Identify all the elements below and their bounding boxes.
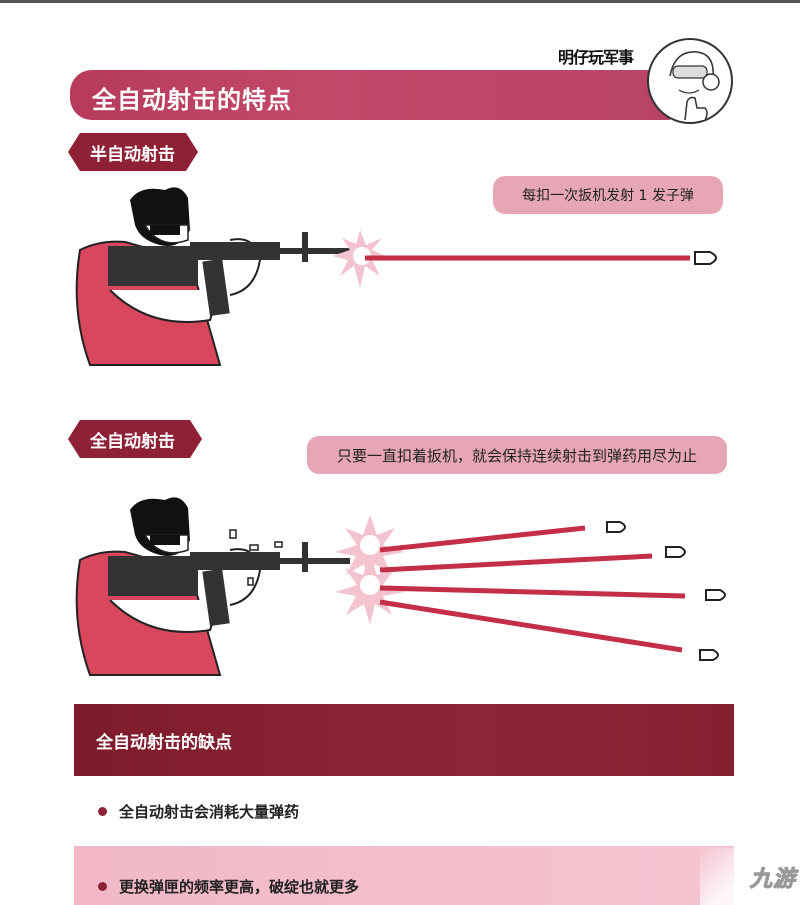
cons-item: 全自动射击会消耗大量弹药 bbox=[74, 776, 734, 846]
page-title: 全自动射击的特点 bbox=[92, 86, 292, 114]
full-auto-tag: 全自动射击 bbox=[68, 420, 202, 458]
bullet-tracers bbox=[379, 525, 686, 653]
bullet-dot-icon bbox=[98, 806, 107, 816]
cons-item: 更换弹匣的频率更高，破绽也就更多 bbox=[74, 846, 734, 905]
ejected-casings bbox=[229, 529, 283, 586]
cons-title: 全自动射击的缺点 bbox=[74, 704, 734, 776]
semi-auto-caption: 每扣一次扳机发射 1 发子弹 bbox=[493, 176, 723, 214]
title-banner bbox=[70, 70, 670, 120]
bullet-icon bbox=[694, 251, 717, 265]
brand-logo-text: 明仔玩军事 bbox=[558, 48, 634, 67]
top-border bbox=[0, 0, 800, 3]
cons-panel: 全自动射击的缺点 全自动射击会消耗大量弹药 更换弹匣的频率更高，破绽也就更多 bbox=[74, 704, 734, 905]
bullet-dot-icon bbox=[98, 881, 107, 891]
thumbs-up-mascot-icon bbox=[647, 38, 733, 124]
semi-auto-illustration bbox=[75, 187, 717, 366]
cons-item-text: 更换弹匣的频率更高，破绽也就更多 bbox=[119, 877, 360, 896]
jiuyou-watermark: 九游 bbox=[700, 848, 800, 905]
bullet-icons bbox=[606, 521, 726, 661]
cons-item-text: 全自动射击会消耗大量弹药 bbox=[119, 802, 300, 821]
rifle-icon bbox=[108, 542, 350, 627]
rifle-icon bbox=[108, 232, 350, 317]
full-auto-caption: 只要一直扣着扳机，就会保持连续射击到弹药用尽为止 bbox=[307, 436, 727, 474]
jiuyou-logo-text: 九游 bbox=[749, 866, 796, 892]
full-auto-illustration bbox=[75, 497, 726, 676]
semi-auto-tag: 半自动射击 bbox=[68, 133, 198, 171]
